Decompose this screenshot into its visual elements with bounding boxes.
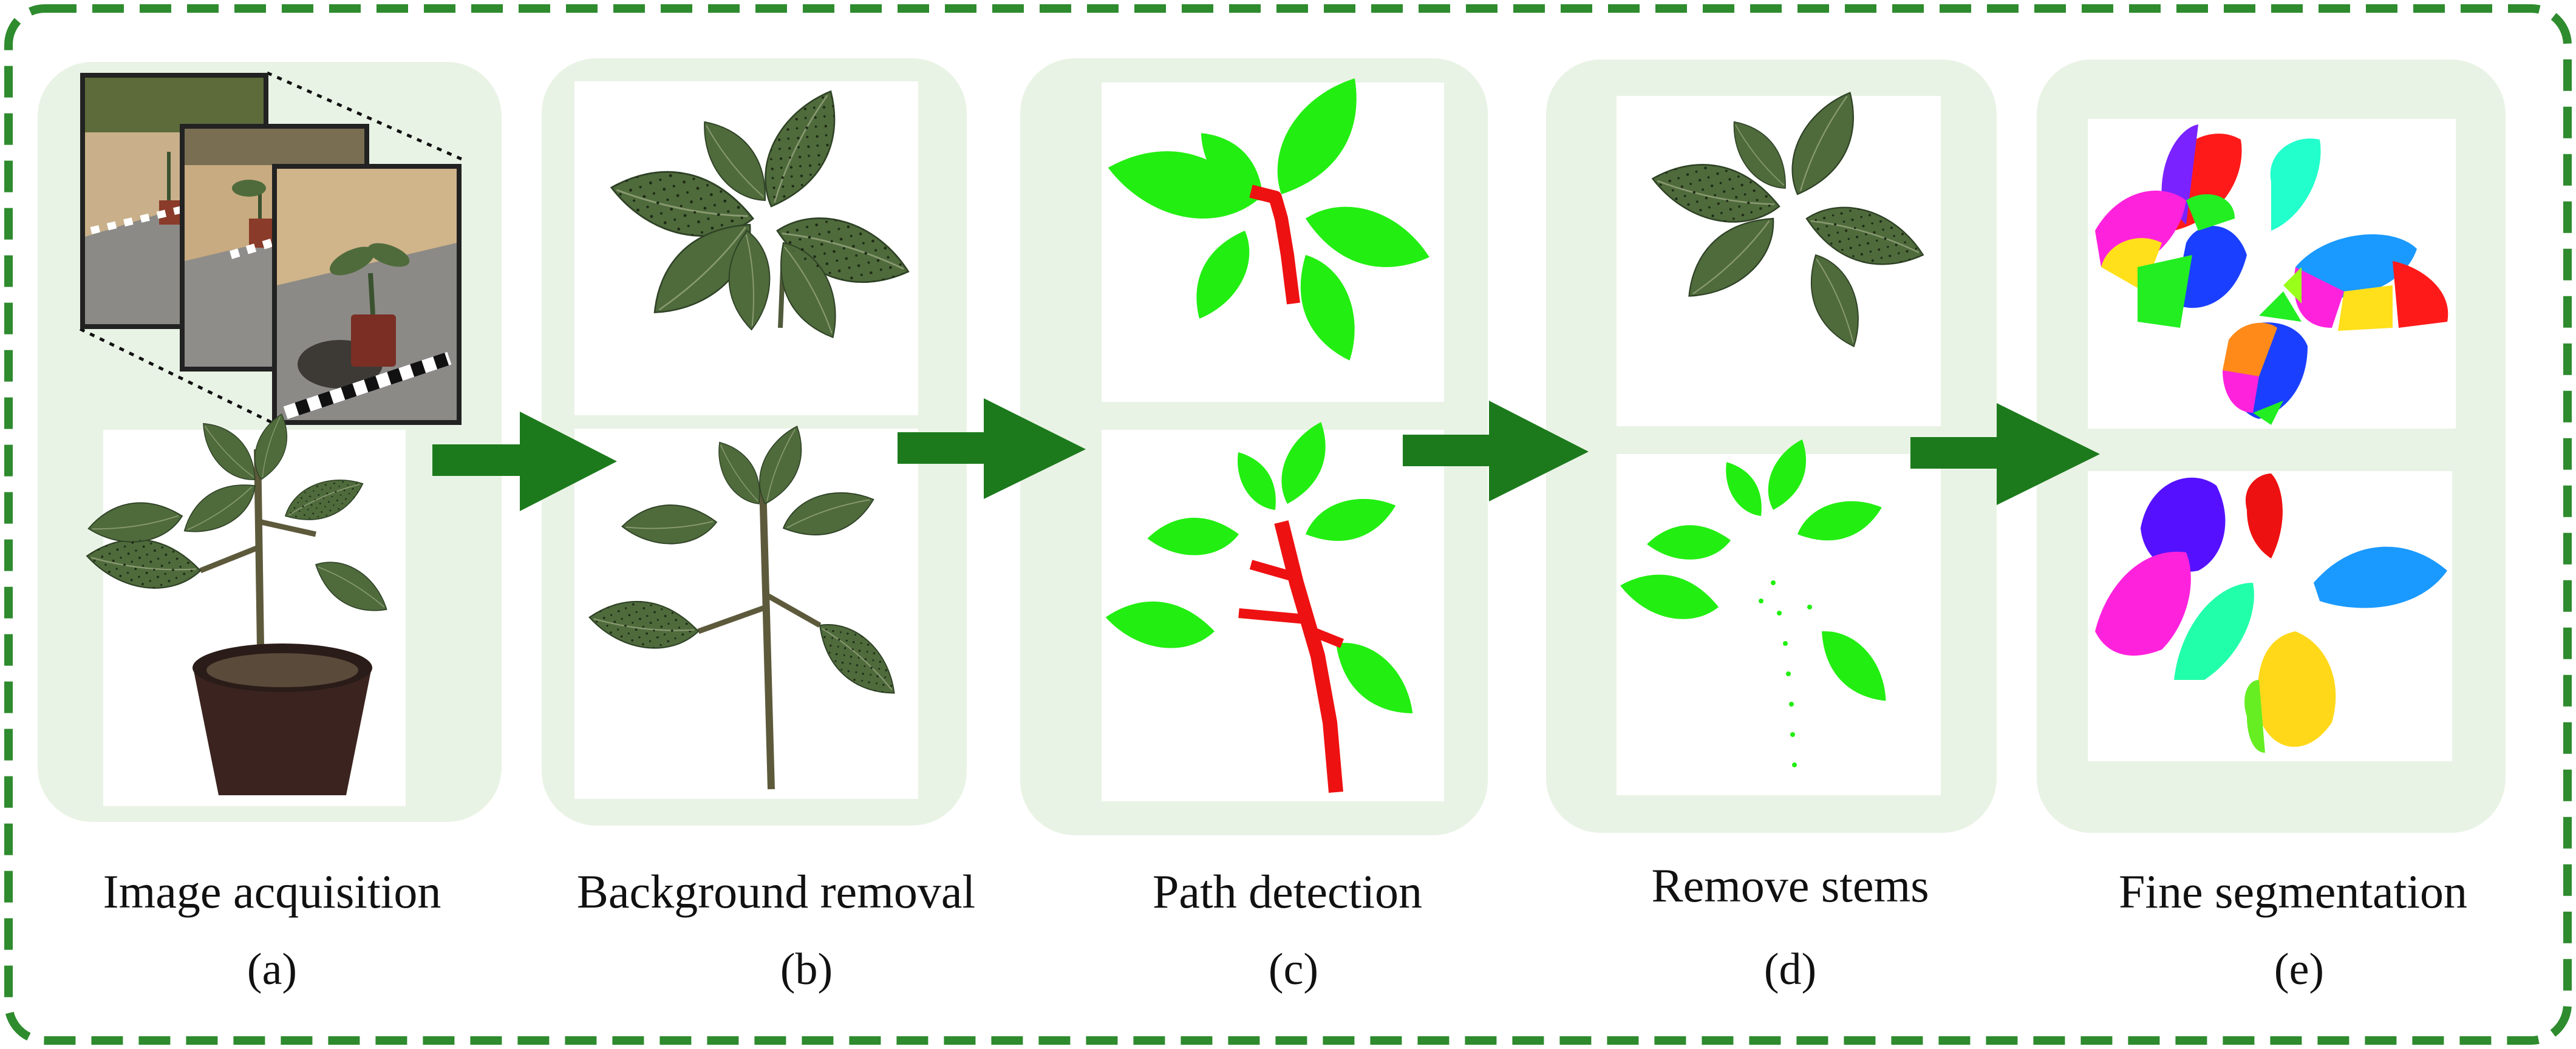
stage-b-letter: (b) xyxy=(780,945,833,994)
stage-c-letter: (c) xyxy=(1268,945,1319,994)
stems-removed-photo-view xyxy=(1617,84,1941,426)
stage-a-letter: (a) xyxy=(247,945,298,994)
fine-segmentation-side-view xyxy=(2088,471,2452,761)
bg-removed-side-view xyxy=(574,421,918,799)
plant-with-pot-image xyxy=(82,410,406,806)
stage-d-letter: (d) xyxy=(1763,945,1817,994)
acquisition-photo-3 xyxy=(272,164,462,425)
detected-stem-side xyxy=(1274,520,1343,793)
arrow-d-to-e xyxy=(1910,403,2100,505)
stems-removed-green-view xyxy=(1615,435,1941,795)
stage-a-title: Image acquisition xyxy=(103,865,441,918)
arrow-b-to-c xyxy=(898,398,1086,499)
stage-c-title: Path detection xyxy=(1152,865,1423,918)
arrow-c-to-d xyxy=(1403,401,1589,501)
path-detection-side-view xyxy=(1102,416,1444,801)
path-detection-top-view xyxy=(1101,68,1444,402)
fine-segmentation-top-view xyxy=(2088,119,2456,429)
stage-e-letter: (e) xyxy=(2274,945,2325,994)
stage-e-title: Fine segmentation xyxy=(2118,865,2468,918)
stage-d-title: Remove stems xyxy=(1651,859,1929,912)
arrow-a-to-b xyxy=(432,412,617,511)
detected-stem-top xyxy=(1249,185,1300,305)
photo-stack xyxy=(79,71,463,425)
stage-b-title: Background removal xyxy=(576,865,976,918)
bg-removed-top-view xyxy=(574,81,918,415)
dashed-frame xyxy=(4,4,2572,1045)
